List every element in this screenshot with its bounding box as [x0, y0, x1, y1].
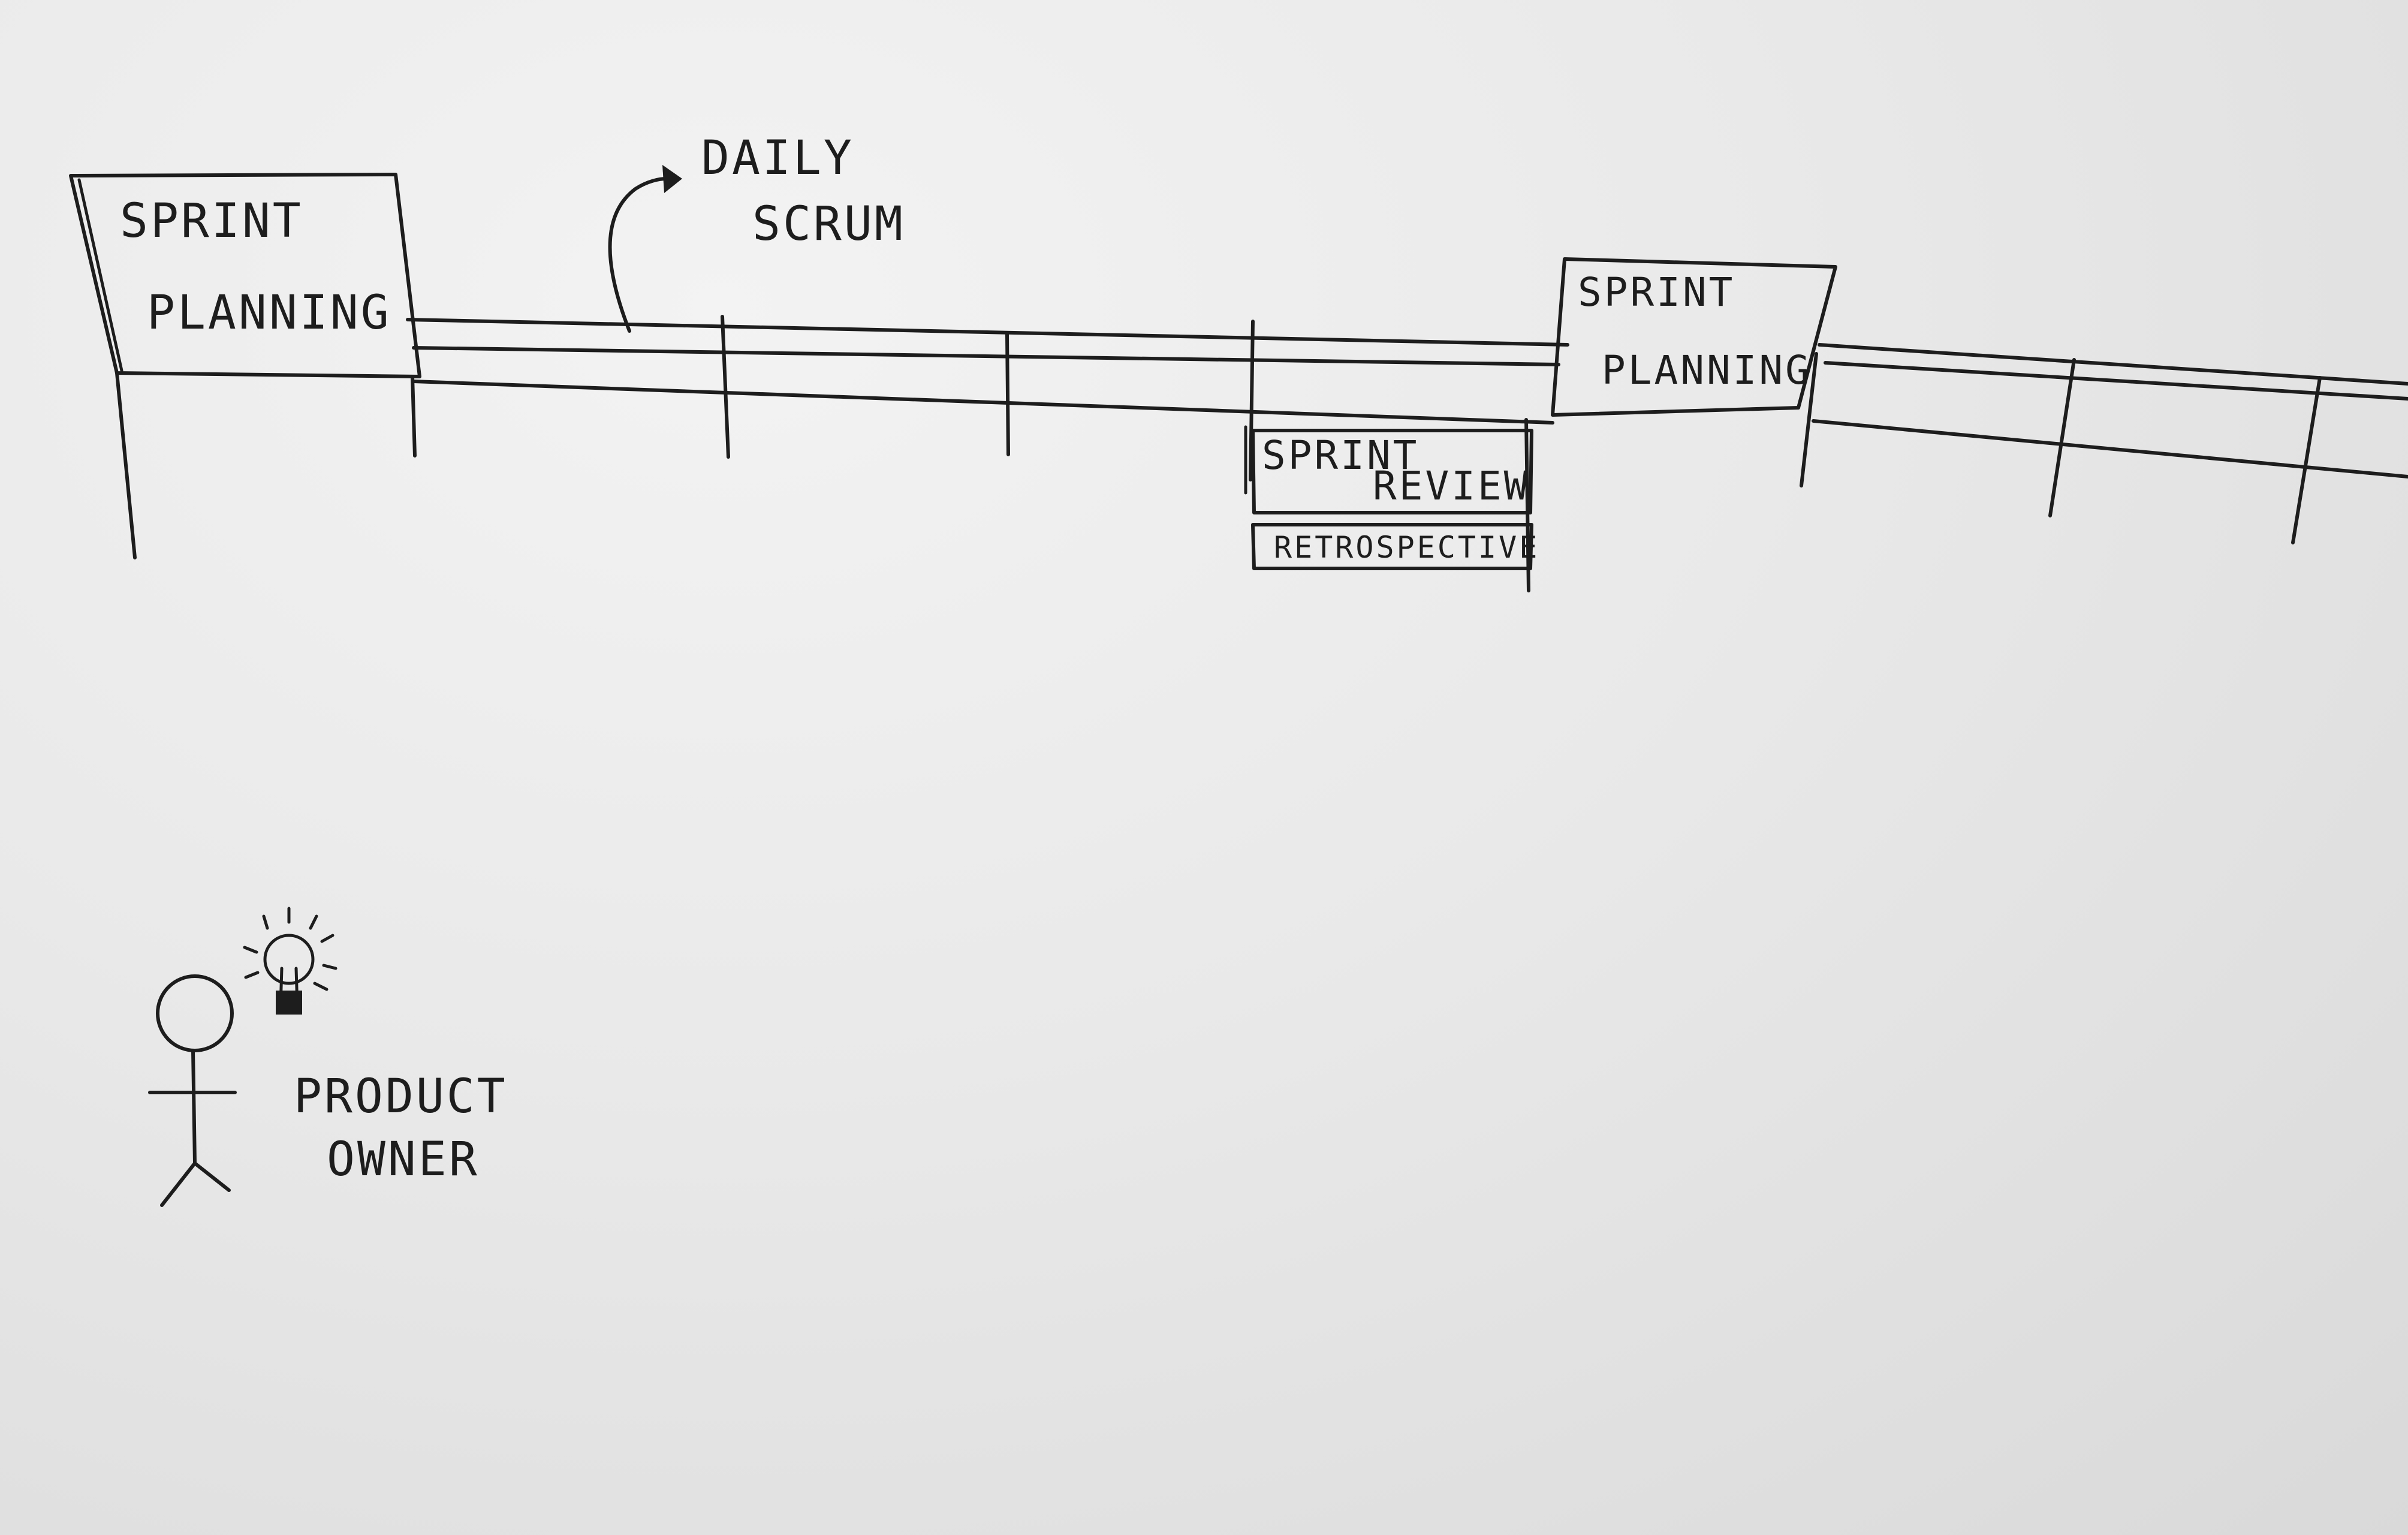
arrow-head-icon	[662, 165, 682, 193]
lightbulb-icon	[243, 907, 337, 1015]
product-owner-line1: PRODUCT	[294, 1070, 508, 1124]
sprint-planning-1-line2: PLANNING	[147, 286, 391, 340]
sprint-planning-box-2: SPRINT PLANNING	[1551, 257, 1837, 417]
daily-scrum-annotation: DAILY SCRUM	[608, 131, 905, 333]
person-icon	[148, 974, 237, 1207]
sprint-review-line2: REVIEW	[1373, 463, 1530, 509]
product-owner-figure: PRODUCT OWNER	[148, 907, 508, 1207]
sprint-planning-box-1: SPRINT PLANNING	[69, 173, 421, 559]
retrospective-box: RETROSPECTIVE	[1251, 418, 1539, 592]
sprint-review-box: SPRINT REVIEW	[1244, 425, 1533, 514]
sprint-planning-2-line2: PLANNING	[1602, 347, 1812, 393]
retrospective-label: RETROSPECTIVE	[1274, 530, 1539, 565]
sprint-review-line1: SPRINT	[1262, 432, 1419, 478]
daily-scrum-line2: SCRUM	[752, 197, 905, 251]
daily-scrum-line1: DAILY	[701, 131, 854, 185]
sprint-timeline	[406, 315, 2408, 544]
curved-arrow-icon	[608, 177, 668, 333]
sprint-planning-1-line1: SPRINT	[120, 194, 303, 248]
sprint-planning-2-line1: SPRINT	[1578, 269, 1735, 315]
product-owner-line2: OWNER	[327, 1133, 480, 1187]
